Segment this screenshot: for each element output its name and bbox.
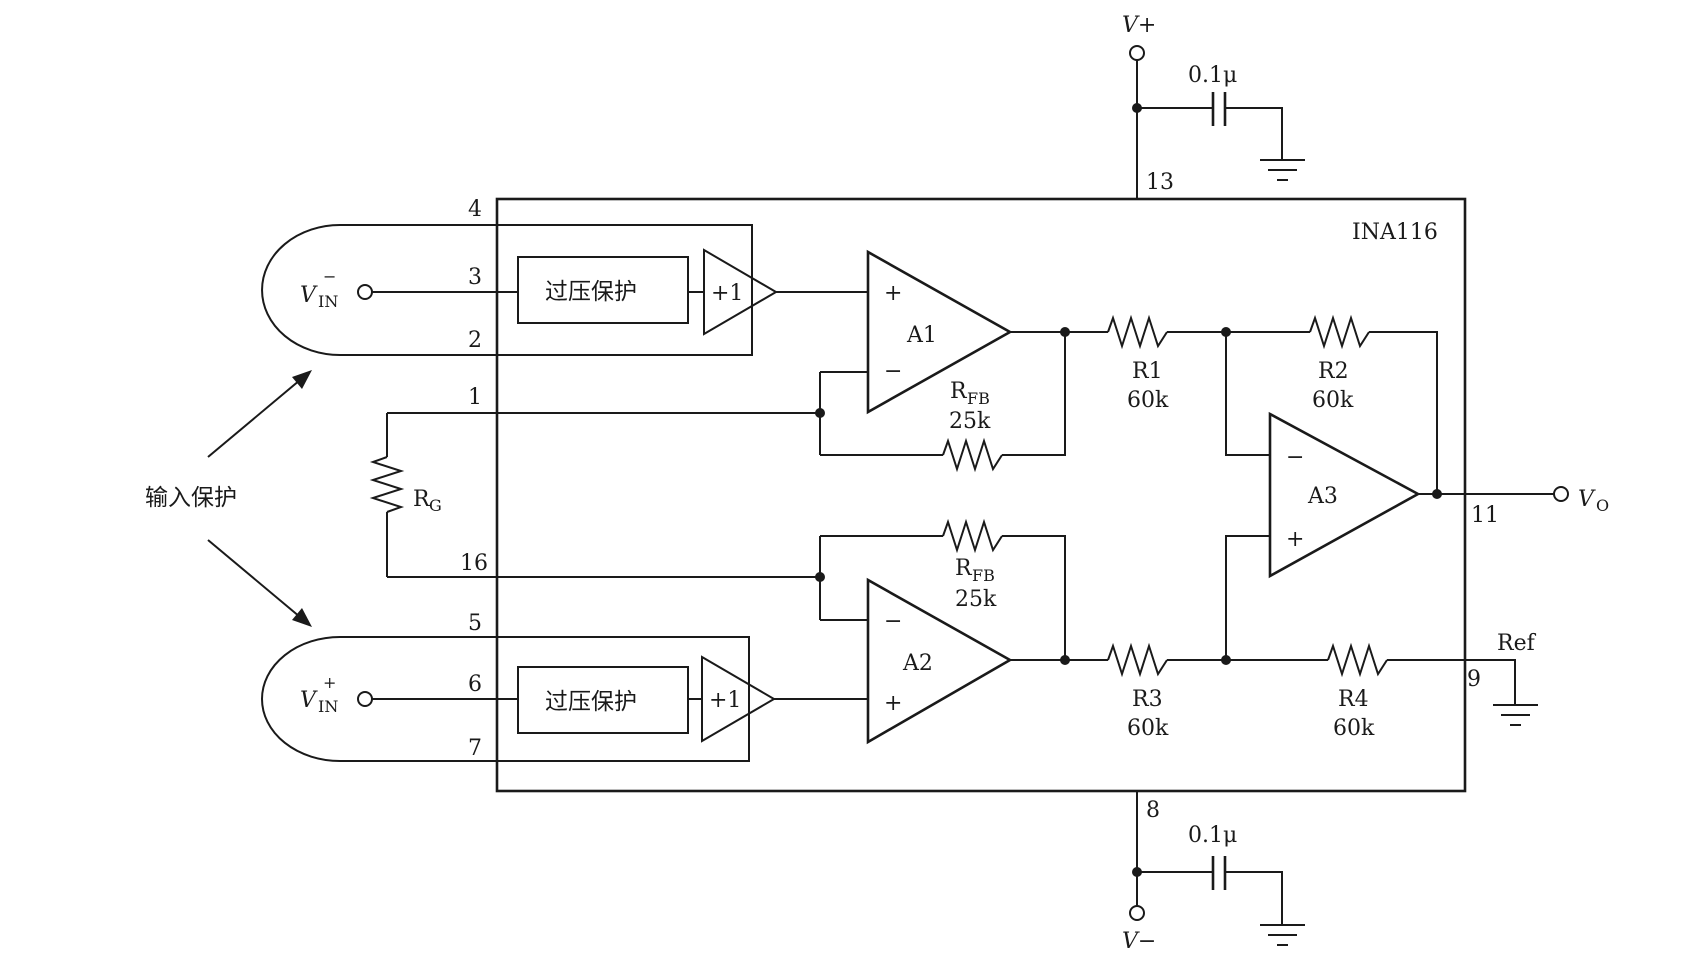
pin-7: 7: [468, 736, 482, 761]
rfb-top-resistor: [942, 437, 1003, 473]
vo-label: V O: [1578, 487, 1609, 515]
svg-text:R: R: [950, 379, 968, 404]
r4-resistor: [1327, 642, 1388, 678]
pin-8: 8: [1146, 798, 1160, 823]
ground-ref: [1493, 704, 1538, 726]
vminus-terminal: [1129, 905, 1145, 921]
cap-top-label: 0.1μ: [1188, 63, 1237, 88]
ground-bottom: [1260, 924, 1305, 946]
buffer-bottom-label: +1: [709, 688, 741, 713]
ovp-label-bottom: 过压保护: [545, 689, 637, 715]
svg-text:IN: IN: [318, 697, 338, 716]
svg-text:FB: FB: [972, 566, 995, 585]
r2-value: 60k: [1312, 388, 1354, 413]
svg-text:V: V: [300, 688, 318, 713]
vminus-label: V−: [1122, 929, 1156, 954]
vin-minus-terminal: [357, 284, 373, 300]
svg-text:R: R: [413, 487, 431, 512]
svg-text:IN: IN: [318, 292, 338, 311]
cap-bottom-label: 0.1μ: [1188, 823, 1237, 848]
a2-minus: −: [884, 609, 902, 634]
pin-16: 16: [460, 551, 488, 576]
r1-value: 60k: [1127, 388, 1169, 413]
rfb-bottom-resistor: [942, 518, 1003, 554]
pin-9: 9: [1467, 667, 1481, 692]
rg-resistor: [369, 456, 405, 513]
svg-text:−: −: [323, 267, 336, 286]
chip-name: INA116: [1352, 220, 1438, 245]
r1-name: R1: [1132, 359, 1163, 384]
input-protection-label: 输入保护: [145, 485, 237, 511]
a3-plus: +: [1286, 527, 1304, 552]
vplus-label: V+: [1122, 13, 1156, 38]
a2-name: A2: [902, 651, 933, 676]
vplus-terminal: [1129, 45, 1145, 61]
rfb-bottom-label: R FB 25k: [955, 556, 997, 612]
vin-minus-label: V IN −: [300, 267, 338, 311]
r2-resistor: [1309, 314, 1370, 350]
r1-resistor: [1107, 314, 1168, 350]
pin-1: 1: [468, 385, 482, 410]
pin-5: 5: [468, 611, 482, 636]
ground-top: [1260, 159, 1305, 181]
a1-name: A1: [906, 323, 937, 348]
svg-text:G: G: [429, 496, 442, 515]
r3-name: R3: [1132, 687, 1163, 712]
svg-text:V: V: [300, 283, 318, 308]
protection-arrow-down: [207, 539, 312, 627]
r3-resistor: [1107, 642, 1168, 678]
vin-plus-terminal: [357, 691, 373, 707]
rfb-top-label: R FB 25k: [949, 379, 991, 434]
svg-text:FB: FB: [967, 389, 990, 408]
pin-4: 4: [468, 197, 482, 222]
a3-minus: −: [1286, 445, 1304, 470]
opamp-a3: [1268, 411, 1421, 579]
a2-plus: +: [884, 691, 902, 716]
opamp-a2: [866, 577, 1013, 745]
guard-loop-bottom: [261, 636, 497, 762]
buffer-bottom: [701, 655, 776, 743]
r2-name: R2: [1318, 359, 1349, 384]
r4-value: 60k: [1333, 716, 1375, 741]
ovp-label-top: 过压保护: [545, 279, 637, 305]
a1-minus: −: [884, 359, 902, 384]
buffer-top: [703, 248, 778, 336]
pin-11: 11: [1471, 503, 1499, 528]
vin-plus-label: V IN +: [300, 673, 338, 716]
guard-loop-top: [261, 224, 497, 356]
svg-text:R: R: [955, 556, 973, 581]
ovp-block-top: [517, 256, 689, 324]
pin-6: 6: [468, 672, 482, 697]
svg-text:+: +: [323, 673, 336, 692]
pin-2: 2: [468, 328, 482, 353]
a1-plus: +: [884, 281, 902, 306]
svg-text:25k: 25k: [955, 587, 997, 612]
r3-value: 60k: [1127, 716, 1169, 741]
pin-3: 3: [468, 265, 482, 290]
opamp-a1: [866, 249, 1013, 415]
protection-arrow-up: [207, 370, 312, 458]
a3-output-node: [1432, 489, 1442, 499]
svg-text:O: O: [1596, 496, 1609, 515]
ref-label: Ref: [1497, 631, 1537, 656]
vo-terminal: [1553, 486, 1569, 502]
pin-13: 13: [1146, 170, 1174, 195]
a3-name: A3: [1307, 484, 1338, 509]
svg-text:25k: 25k: [949, 409, 991, 434]
svg-text:V: V: [1578, 487, 1596, 512]
r4-name: R4: [1338, 687, 1369, 712]
a2-output-node: [1060, 655, 1070, 665]
rg-label: R G: [413, 487, 442, 515]
buffer-top-label: +1: [711, 281, 743, 306]
